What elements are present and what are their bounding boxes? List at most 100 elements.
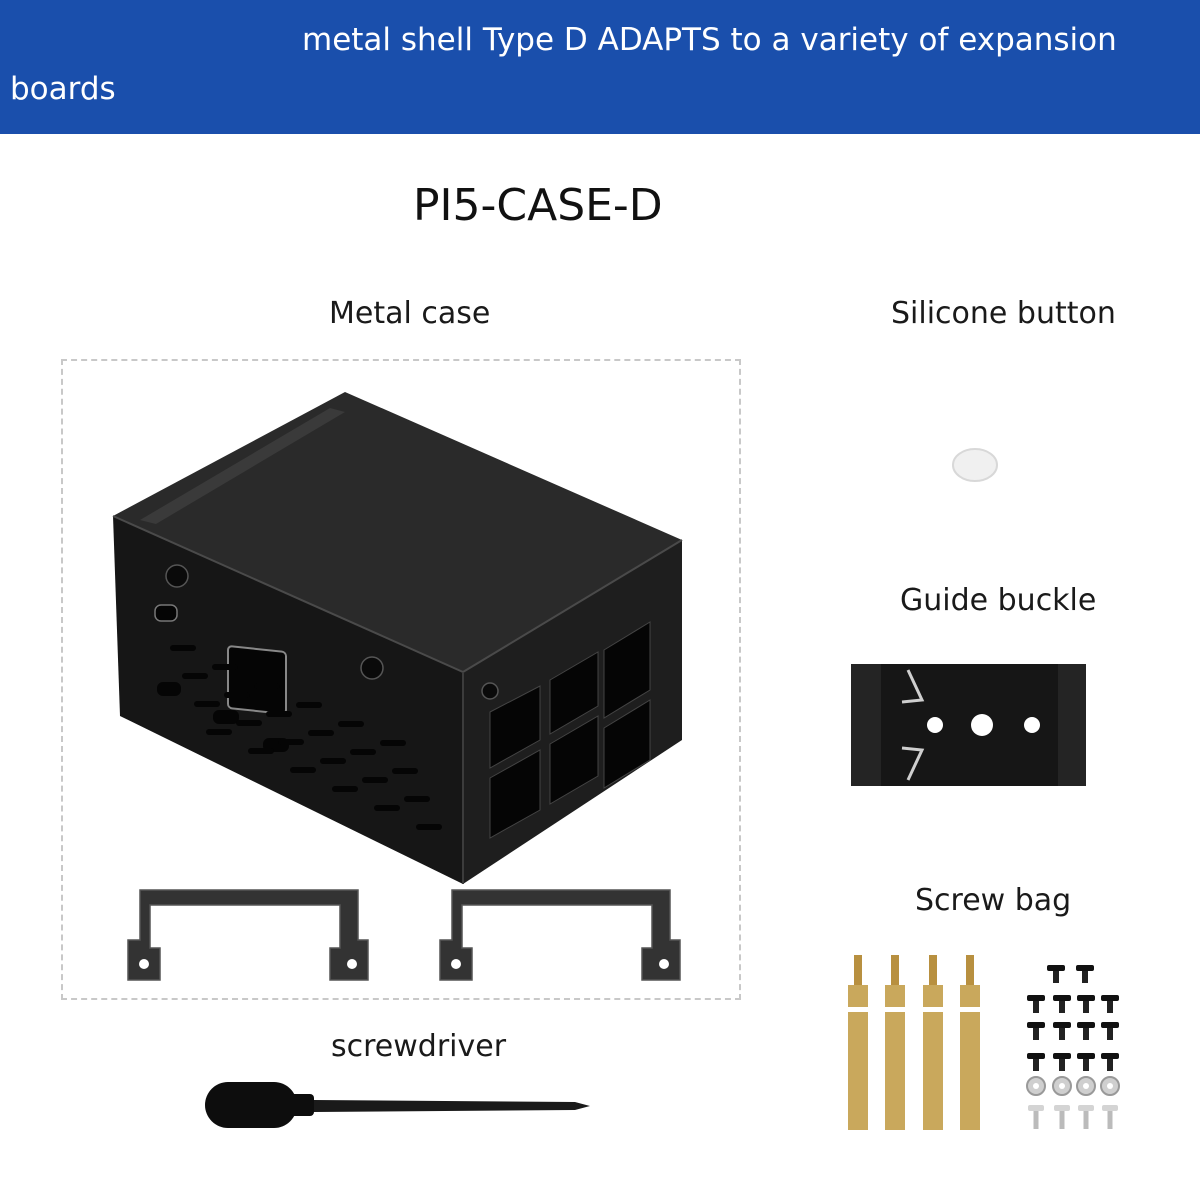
standoff-thread (929, 955, 937, 985)
vent-slot (278, 739, 304, 745)
vent-slot (170, 645, 196, 651)
screw-head (1101, 1053, 1119, 1059)
screw-shaft (1059, 1059, 1065, 1071)
mounting-bracket-right (439, 889, 681, 981)
screw-shaft (1083, 1059, 1089, 1071)
vent-slot (320, 758, 346, 764)
screw-shaft (1107, 1059, 1113, 1071)
case-vent-slots (170, 645, 442, 830)
guide-buckle-label: Guide buckle (900, 583, 1097, 618)
hex-nut-hole (1107, 1083, 1113, 1089)
screw-head (1077, 1022, 1095, 1028)
standoff-thread (966, 955, 974, 985)
screwdriver-image (205, 1082, 590, 1128)
vent-slot (416, 824, 442, 830)
case-port-cutout (154, 604, 178, 622)
case-screw-hole (360, 656, 384, 680)
screw-head (1077, 995, 1095, 1001)
vent-slot (194, 701, 220, 707)
standoff-body (923, 1012, 943, 1130)
brass-standoffs (848, 955, 980, 1130)
vent-slot (206, 729, 232, 735)
silver-screw-head (1054, 1105, 1070, 1111)
case-front-face (113, 516, 463, 884)
vent-slot (290, 767, 316, 773)
silver-screw-shaft (1083, 1111, 1089, 1129)
screw-shaft (1059, 1001, 1065, 1013)
vent-slot (236, 720, 262, 726)
silver-screw-shaft (1107, 1111, 1113, 1129)
silver-screw-shaft (1033, 1111, 1039, 1129)
banner-title-line-2: boards (10, 71, 116, 107)
screw-shaft (1107, 1001, 1113, 1013)
vent-slot (392, 768, 418, 774)
vent-slot (296, 702, 322, 708)
screw-head (1077, 1053, 1095, 1059)
header-banner: metal shell Type D ADAPTS to a variety o… (0, 0, 1200, 134)
screw-shaft (1033, 1059, 1039, 1071)
screw-head (1076, 965, 1094, 971)
silver-screw-head (1102, 1105, 1118, 1111)
vent-slot (362, 777, 388, 783)
standoff-body (848, 1012, 868, 1130)
standoff-nut (960, 985, 980, 1007)
banner-title-line-1: metal shell Type D ADAPTS to a variety o… (302, 22, 1117, 58)
metal-case-frame (61, 359, 741, 1000)
case-side-ports (489, 621, 651, 839)
case-port-cutout (157, 682, 181, 696)
vent-slot (212, 664, 238, 670)
guide-buckle-image (851, 664, 1086, 786)
standoff-thread (854, 955, 862, 985)
metal-case-label: Metal case (329, 296, 491, 331)
standoff-nut (885, 985, 905, 1007)
screw-head (1053, 1022, 1071, 1028)
screw-head (1027, 995, 1045, 1001)
vent-slot (266, 711, 292, 717)
vent-slot (332, 786, 358, 792)
screw-shaft (1083, 1028, 1089, 1040)
vent-slot (182, 673, 208, 679)
vent-slot (380, 740, 406, 746)
standoff-nut (848, 985, 868, 1007)
screw-shaft (1082, 971, 1088, 983)
silver-screw-shaft (1059, 1111, 1065, 1129)
hex-nut-hole (1083, 1083, 1089, 1089)
silicone-button-image (952, 448, 998, 482)
vent-slot (350, 749, 376, 755)
vent-slot (224, 692, 250, 698)
vent-slot (254, 683, 280, 689)
standoff-body (885, 1012, 905, 1130)
vent-slot (248, 748, 274, 754)
screw-head (1101, 1022, 1119, 1028)
screw-shaft (1107, 1028, 1113, 1040)
case-screw-hole (481, 682, 499, 700)
silicone-button-label: Silicone button (891, 296, 1116, 331)
standoff-thread (891, 955, 899, 985)
case-screw-hole (165, 564, 189, 588)
screw-head (1053, 995, 1071, 1001)
bracket-holes (139, 910, 669, 969)
screw-shaft (1083, 1001, 1089, 1013)
vent-slot (308, 730, 334, 736)
screw-shaft (1053, 971, 1059, 983)
silver-screw-head (1078, 1105, 1094, 1111)
screw-bag-label: Screw bag (915, 883, 1072, 918)
mounting-bracket-left (127, 889, 369, 981)
screw-head (1027, 1022, 1045, 1028)
standoff-body (960, 1012, 980, 1130)
vent-slot (374, 805, 400, 811)
hex-nut-hole (1059, 1083, 1065, 1089)
screw-shaft (1033, 1028, 1039, 1040)
case-lid-groove (140, 408, 345, 524)
silver-screw-head (1028, 1105, 1044, 1111)
screw-shaft (1059, 1028, 1065, 1040)
model-name: PI5-CASE-D (413, 180, 663, 231)
screw-head (1101, 995, 1119, 1001)
case-port-cutout (227, 645, 287, 715)
screw-head (1027, 1053, 1045, 1059)
vent-slot (404, 796, 430, 802)
screw-head (1047, 965, 1065, 971)
screws-grid (1026, 965, 1120, 1129)
hex-nut-hole (1033, 1083, 1039, 1089)
